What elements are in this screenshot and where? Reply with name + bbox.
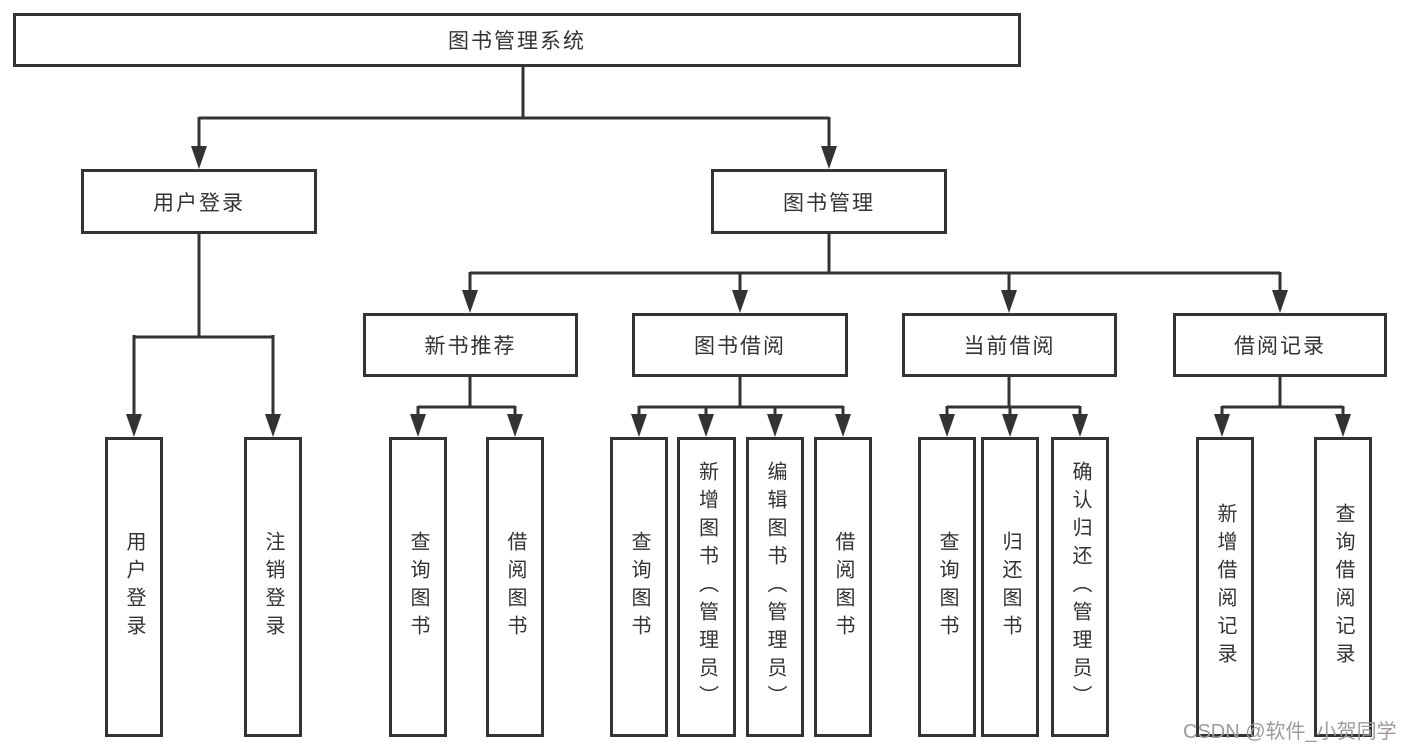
leaf-borrow-edit-books-admin: 编辑图书（管理员）: [746, 437, 804, 737]
node-user-login-label: 用户登录: [153, 191, 245, 215]
leaf-user-login: 用户登录: [105, 437, 163, 737]
leaf-recommend-query-books: 查询图书: [389, 437, 447, 737]
leaf-query-borrow-record-label: 查询借阅记录: [1332, 503, 1354, 671]
leaf-query-borrow-record: 查询借阅记录: [1314, 437, 1372, 737]
node-current-borrow: 当前借阅: [902, 313, 1117, 377]
node-new-book-recommend: 新书推荐: [363, 313, 578, 377]
node-current-borrow-label: 当前借阅: [963, 335, 1056, 358]
leaf-current-return-books: 归还图书: [981, 437, 1039, 737]
leaf-borrow-edit-books-admin-label: 编辑图书（管理员）: [764, 461, 786, 713]
csdn-watermark: CSDN @软件_小贺同学: [1183, 721, 1397, 743]
node-user-login: 用户登录: [81, 169, 317, 234]
leaf-borrow-query-books: 查询图书: [610, 437, 668, 737]
leaf-logout-label: 注销登录: [262, 531, 284, 643]
node-book-borrow: 图书借阅: [632, 313, 848, 377]
leaf-current-confirm-return-admin: 确认归还（管理员）: [1051, 437, 1109, 737]
leaf-borrow-add-books-admin: 新增图书（管理员）: [677, 437, 736, 737]
node-root-label: 图书管理系统: [448, 30, 586, 53]
node-book-management: 图书管理: [711, 169, 947, 234]
node-root: 图书管理系统: [13, 13, 1021, 67]
leaf-borrow-query-books-label: 查询图书: [628, 531, 650, 643]
leaf-logout: 注销登录: [244, 437, 302, 737]
node-new-book-recommend-label: 新书推荐: [424, 335, 517, 358]
node-book-borrow-label: 图书借阅: [694, 335, 786, 358]
leaf-add-borrow-record: 新增借阅记录: [1196, 437, 1254, 737]
leaf-borrow-borrow-books-label: 借阅图书: [832, 531, 854, 643]
leaf-add-borrow-record-label: 新增借阅记录: [1214, 503, 1236, 671]
node-borrow-records: 借阅记录: [1173, 313, 1387, 377]
leaf-borrow-borrow-books: 借阅图书: [814, 437, 872, 737]
leaf-current-query-books-label: 查询图书: [936, 531, 958, 643]
node-book-management-label: 图书管理: [783, 191, 875, 215]
leaf-recommend-borrow-books: 借阅图书: [486, 437, 544, 737]
leaf-user-login-label: 用户登录: [123, 531, 145, 643]
leaf-recommend-borrow-books-label: 借阅图书: [504, 531, 526, 643]
leaf-recommend-query-books-label: 查询图书: [407, 531, 429, 643]
leaf-current-query-books: 查询图书: [918, 437, 976, 737]
leaf-borrow-add-books-admin-label: 新增图书（管理员）: [695, 461, 718, 713]
node-borrow-records-label: 借阅记录: [1234, 335, 1326, 358]
leaf-current-return-books-label: 归还图书: [999, 531, 1021, 643]
leaf-current-confirm-return-admin-label: 确认归还（管理员）: [1069, 461, 1091, 713]
